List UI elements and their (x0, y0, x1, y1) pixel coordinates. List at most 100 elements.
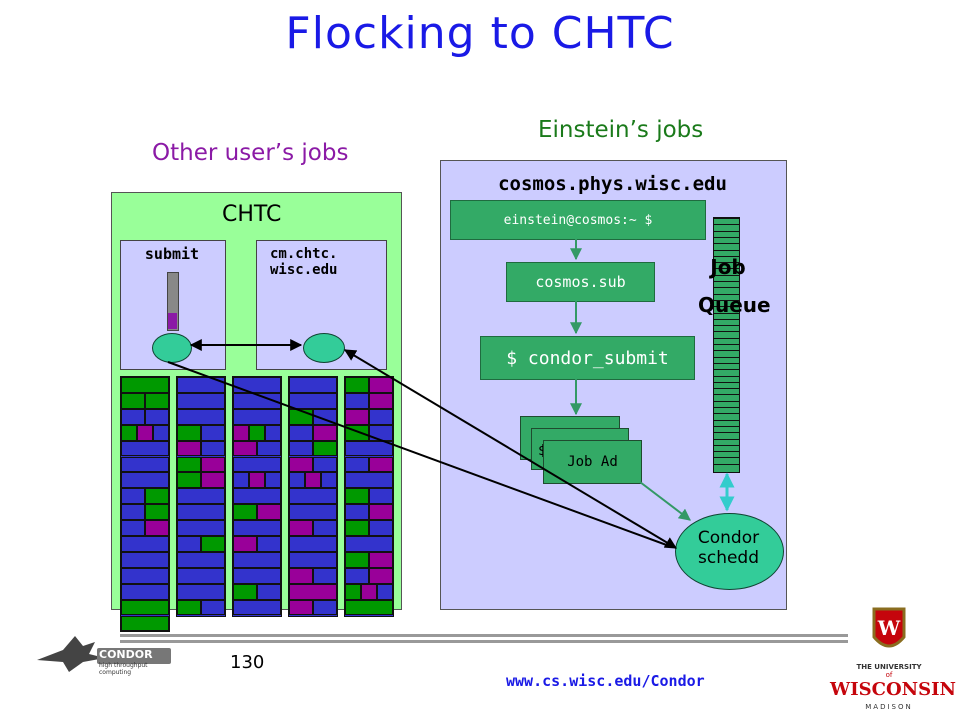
job-queue-slot (714, 444, 739, 446)
other-users-jobs-label: Other user’s jobs (152, 140, 349, 166)
cluster-slot (321, 472, 337, 489)
cluster-slot (177, 488, 225, 505)
cluster-slot (145, 392, 169, 409)
cluster-slot (233, 536, 257, 552)
cluster-slot (233, 472, 249, 489)
cluster-slot (265, 424, 281, 441)
cluster-slot (121, 408, 145, 425)
cluster-slot (233, 377, 281, 393)
job-queue-slot (714, 451, 739, 453)
cluster-slot (201, 599, 225, 616)
svg-text:W: W (877, 616, 901, 640)
cluster-slot (121, 615, 169, 632)
cluster-column (120, 376, 170, 632)
cluster-slot (177, 456, 201, 473)
cluster-slot (345, 599, 393, 616)
uw-line2: of (885, 671, 893, 679)
cluster-slot (289, 424, 313, 441)
cluster-slot (121, 567, 169, 584)
cluster-slot (177, 520, 225, 536)
cluster-slot (201, 456, 225, 473)
cluster-slot (121, 583, 169, 600)
job-queue-slot (714, 394, 739, 396)
job-queue-slot (714, 318, 739, 320)
job-queue-slot (714, 381, 739, 383)
cluster-slot (233, 392, 281, 409)
cluster-slot (289, 488, 337, 505)
cluster-slot (177, 392, 225, 409)
cluster-slot (201, 440, 225, 457)
cluster-slot (121, 440, 169, 457)
cluster-column (288, 376, 338, 617)
cluster-slot (313, 599, 337, 616)
cluster-slot (289, 599, 313, 616)
cluster-slot (289, 567, 313, 584)
cluster-slot (313, 440, 337, 457)
cluster-slot (289, 536, 337, 552)
condor-logo-tagline: high throughput computing (99, 662, 148, 676)
cosmos-hostname: cosmos.phys.wisc.edu (498, 173, 727, 195)
job-queue-slot (714, 274, 739, 276)
cluster-slot (313, 424, 337, 441)
job-queue-slot (714, 224, 739, 226)
cluster-slot (177, 599, 201, 616)
cluster-slot (233, 504, 257, 521)
cluster-slot (249, 472, 265, 489)
job-queue-slot (714, 375, 739, 377)
job-queue-slot (714, 218, 739, 219)
cluster-slot (153, 424, 169, 441)
footer-url[interactable]: www.cs.wisc.edu/Condor (506, 672, 705, 690)
arrow-flock-cluster (167, 361, 673, 548)
cluster-slot (233, 551, 281, 568)
submit-file: cosmos.sub (506, 262, 655, 302)
cluster-slot (361, 583, 377, 600)
condor-schedd-label: Condor schedd (675, 528, 782, 568)
cluster-slot (177, 424, 201, 441)
job-queue-slot (714, 243, 739, 245)
uw-logo: W THE UNIVERSITY of WISCONSIN MADISON (830, 603, 956, 717)
cluster-slot (121, 377, 169, 393)
job-queue-slot (714, 438, 739, 440)
cluster-slot (233, 599, 281, 616)
cluster-slot (145, 504, 169, 521)
cluster-slot (121, 520, 145, 536)
cluster-slot (289, 551, 337, 568)
cluster-slot (201, 536, 225, 552)
cluster-slot (257, 440, 281, 457)
condor-logo: CONDOR high throughput computing (33, 628, 173, 676)
cluster-slot (233, 456, 281, 473)
cluster-slot (177, 583, 225, 600)
cluster-slot (177, 472, 201, 489)
job-queue (713, 217, 740, 473)
cluster-slot (121, 456, 169, 473)
cluster-slot (257, 536, 281, 552)
job-queue-slot (714, 413, 739, 415)
job-queue-slot (714, 306, 739, 308)
cluster-slot (233, 408, 281, 425)
cluster-slot (305, 472, 321, 489)
job-queue-slot (714, 268, 739, 270)
cluster-slot (289, 392, 337, 409)
cluster-slot (345, 551, 369, 568)
job-queue-slot (714, 463, 739, 465)
job-queue-slot (714, 419, 739, 421)
cluster-slot (233, 520, 281, 536)
cluster-slot (145, 488, 169, 505)
uw-line1: THE UNIVERSITY (856, 663, 922, 671)
cluster-slot (177, 408, 225, 425)
cluster-slot (289, 472, 305, 489)
cluster-slot (289, 456, 313, 473)
job-queue-slot (714, 312, 739, 314)
job-queue-slot (714, 407, 739, 408)
cluster-slot (201, 424, 225, 441)
cluster-slot (289, 377, 337, 393)
uw-line4: MADISON (865, 703, 913, 711)
job-queue-slot (714, 299, 739, 301)
cm-label-line2: wisc.edu (270, 262, 338, 278)
condor-schedd (675, 513, 784, 590)
cluster-slot (369, 567, 393, 584)
cluster-slot (345, 583, 361, 600)
cluster-slot (177, 440, 201, 457)
cluster-slot (249, 424, 265, 441)
